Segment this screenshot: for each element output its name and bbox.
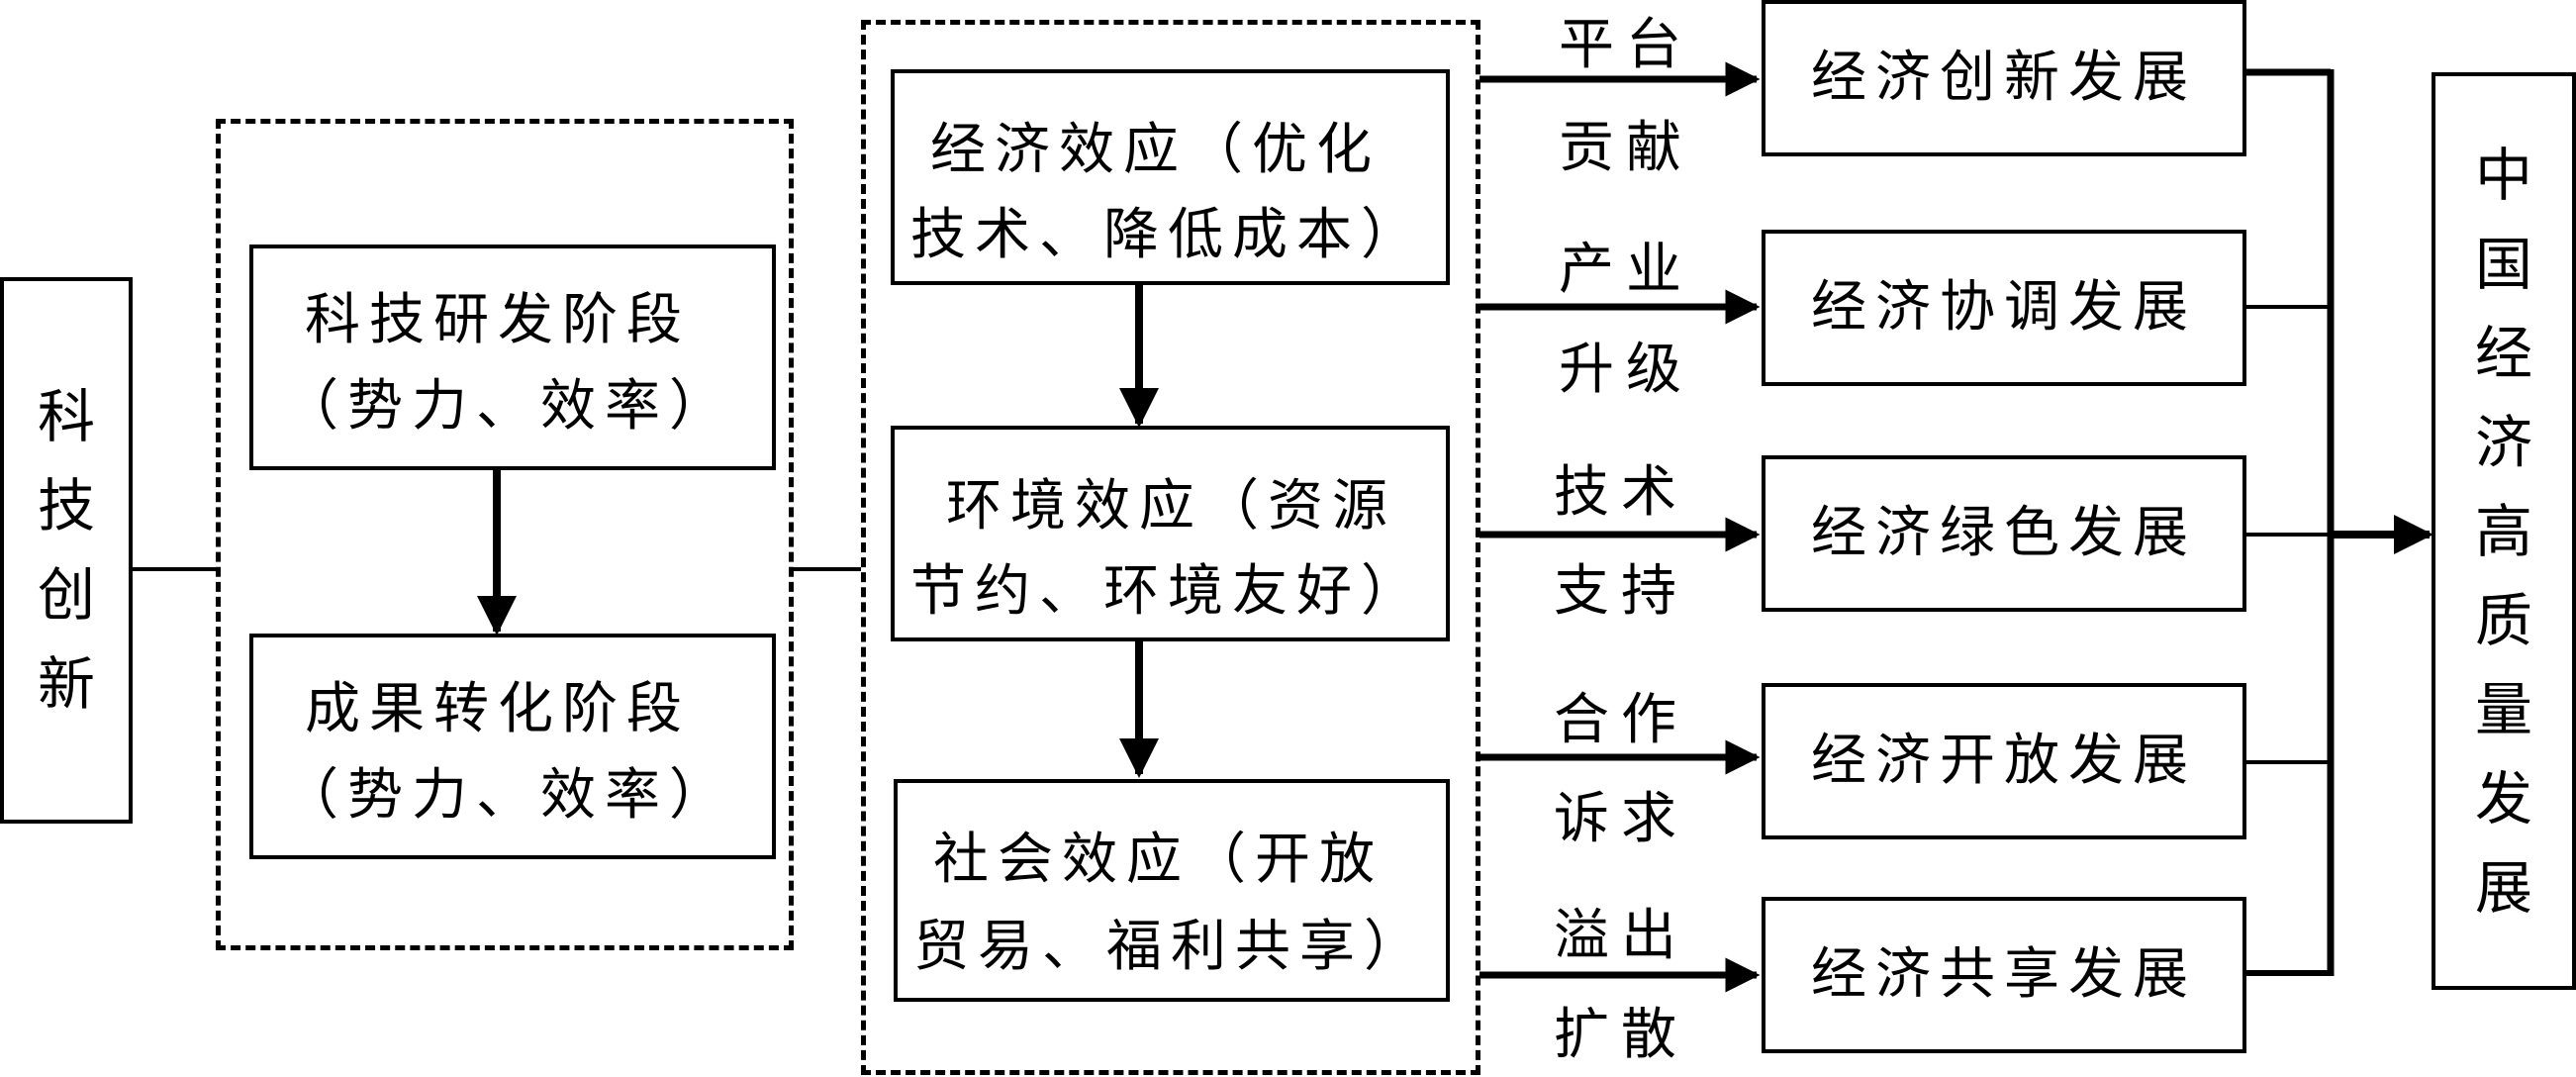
- outcome-open-box: 经济开放发展: [1762, 683, 2246, 839]
- target-char: 发: [2474, 764, 2532, 832]
- target-box: 中 国 经 济 高 质 量 发 展: [2432, 72, 2576, 990]
- outcome-innovation-box: 经济创新发展: [1762, 0, 2246, 156]
- outcome-sharing-box: 经济共享发展: [1762, 897, 2246, 1053]
- source-char: 新: [37, 650, 95, 718]
- stage-transfer-box: 成果转化阶段 （势力、效率）: [249, 634, 776, 859]
- target-char: 经: [2474, 319, 2532, 387]
- stage-transfer-metrics: （势力、效率）: [283, 763, 733, 828]
- source-char: 技: [37, 472, 95, 539]
- outcome-label: 经济创新发展: [1811, 46, 2197, 110]
- effect-group: [861, 20, 1480, 1075]
- effect-environment-box: 环境效应（资源 节约、环境友好）: [891, 426, 1450, 641]
- effect-social-line1: 社会效应（开放: [933, 828, 1383, 892]
- stage-group: [216, 119, 794, 950]
- channel-label-bottom: 诉求: [1554, 787, 1688, 851]
- target-char: 量: [2474, 675, 2532, 743]
- effect-social-line2: 贸易、福利共享）: [913, 915, 1428, 979]
- effect-environment-line1: 环境效应（资源: [946, 474, 1396, 538]
- channel-label-bottom: 支持: [1554, 559, 1688, 624]
- source-char: 创: [37, 561, 95, 629]
- outcome-label: 经济绿色发展: [1811, 501, 2197, 565]
- target-char: 济: [2474, 408, 2532, 476]
- target-char: 中: [2474, 141, 2532, 209]
- target-char: 展: [2474, 853, 2532, 922]
- channel-label-bottom: 升级: [1559, 338, 1693, 402]
- channel-label-bottom: 贡献: [1559, 116, 1693, 180]
- effect-economic-box: 经济效应（优化 技术、降低成本）: [891, 69, 1450, 285]
- channel-label-top: 合作: [1554, 688, 1688, 752]
- source-box: 科 技 创 新: [0, 277, 133, 824]
- outcome-label: 经济开放发展: [1811, 729, 2197, 793]
- channel-label-top: 平台: [1559, 13, 1693, 77]
- source-char: 科: [37, 383, 95, 450]
- channel-label-top: 产业: [1559, 238, 1693, 302]
- stage-research-title: 科技研发阶段: [305, 288, 691, 352]
- outcome-green-box: 经济绿色发展: [1762, 455, 2246, 612]
- effect-economic-line2: 技术、降低成本）: [910, 203, 1425, 267]
- effect-economic-line1: 经济效应（优化: [930, 118, 1381, 182]
- stage-research-metrics: （势力、效率）: [283, 374, 733, 439]
- stage-research-box: 科技研发阶段 （势力、效率）: [249, 245, 776, 470]
- channel-label-top: 溢出: [1554, 904, 1688, 968]
- outcome-label: 经济共享发展: [1811, 942, 2197, 1007]
- channel-label-bottom: 扩散: [1554, 1003, 1688, 1067]
- effect-social-box: 社会效应（开放 贸易、福利共享）: [894, 779, 1450, 1002]
- effect-environment-line2: 节约、环境友好）: [910, 559, 1425, 624]
- outcome-coordination-box: 经济协调发展: [1762, 230, 2246, 386]
- target-char: 质: [2474, 586, 2532, 654]
- outcome-label: 经济协调发展: [1811, 275, 2197, 340]
- channel-label-top: 技术: [1554, 460, 1688, 525]
- target-char: 国: [2474, 230, 2532, 298]
- target-char: 高: [2474, 497, 2532, 565]
- stage-transfer-title: 成果转化阶段: [305, 677, 691, 741]
